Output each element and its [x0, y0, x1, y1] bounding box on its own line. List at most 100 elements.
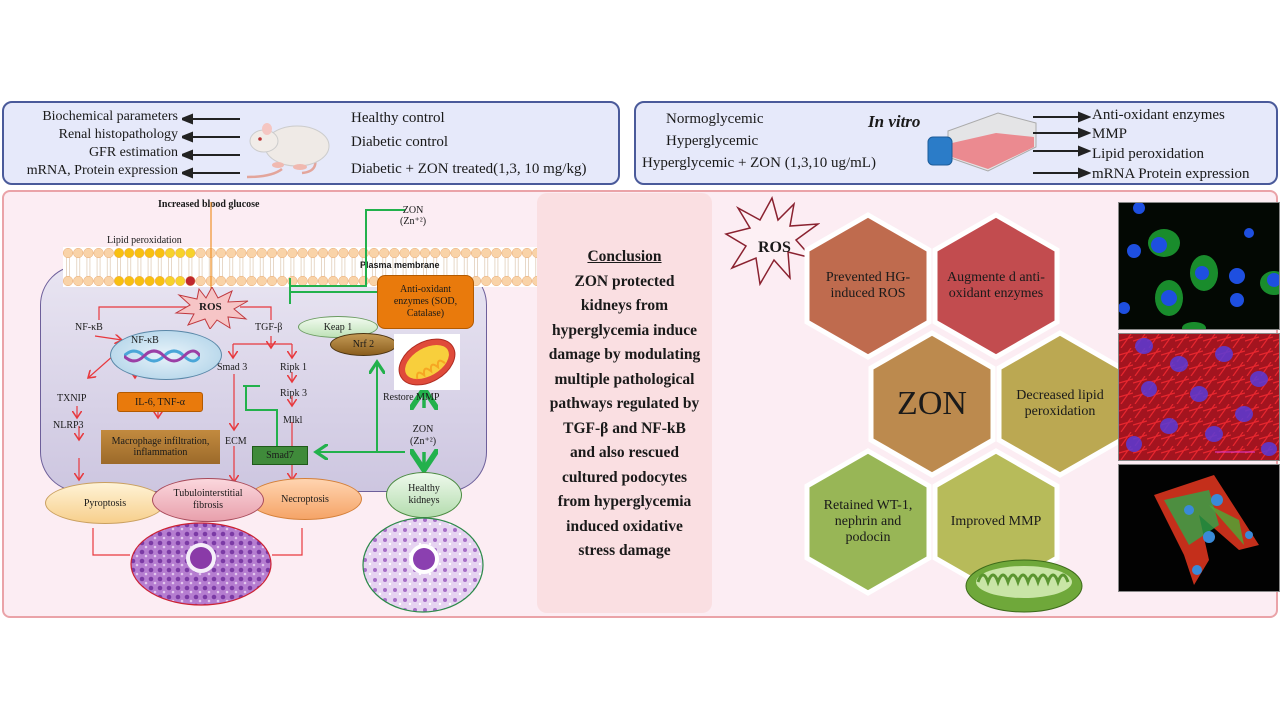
zon-top-name: ZON: [402, 205, 424, 216]
micrograph-red-blue: [1118, 333, 1280, 461]
hex-prevented-ros: Prevented HG-induced ROS: [804, 212, 932, 360]
hex-zon-center: ZON: [868, 330, 996, 478]
micrograph-red-blue-image: [1119, 334, 1279, 460]
micrograph-green-blue-image: [1119, 203, 1279, 329]
conclusion-heading: Conclusion: [587, 248, 662, 265]
ros-label: ROS: [199, 301, 222, 313]
hexagon-label: Augmente d anti- oxidant enzymes: [947, 270, 1045, 301]
hexagon-label: Improved MMP: [950, 514, 1042, 529]
conclusion-line: multiple pathological: [554, 370, 695, 388]
hexagon-label: Retained WT-1, nephrin and podocin: [823, 498, 913, 545]
cell-culture-flask-icon: [927, 112, 1037, 172]
tgfb-label: TGF-β: [255, 322, 283, 333]
zon-top-ion: (Zn⁺²): [400, 216, 427, 227]
dna-icon: [124, 349, 200, 363]
increased-glucose-label: Increased blood glucose: [158, 199, 260, 210]
macrophage-label: Macrophage infiltration, inflammation: [111, 436, 210, 458]
outcome-mmp: MMP: [1092, 126, 1128, 142]
conclusion-line: and also rescued: [569, 444, 680, 461]
cytokines-label: IL-6, TNF-α: [134, 396, 186, 408]
outcome-gfr: GFR estimation: [88, 145, 178, 160]
conclusion-line: damage by modulating: [548, 346, 701, 363]
smad3-label: Smad 3: [217, 362, 248, 373]
hexagon-shape: [804, 448, 932, 596]
ros-effect-label: ROS: [758, 239, 791, 256]
conclusion-line: stress damage: [578, 542, 671, 559]
necroptosis-node: Necroptosis: [248, 478, 362, 520]
outcome-biochemical: Biochemical parameters: [42, 109, 178, 124]
ripk3-label: Ripk 3: [280, 388, 307, 399]
smad7-box: Smad7: [252, 446, 308, 465]
healthy-kidney-histology: [362, 517, 484, 613]
conclusion-line: TGF-β and NF-kB: [563, 419, 686, 437]
conclusion-line: cultured podocytes: [561, 468, 687, 486]
zon-mid-name: ZON: [412, 424, 434, 435]
conclusion-line: hyperglycemia induce: [551, 321, 698, 339]
group-normoglycemic: Normoglycemic: [666, 111, 764, 127]
keap1-label: Keap 1: [323, 321, 353, 333]
pyroptosis-node: Pyroptosis: [45, 482, 165, 524]
nfkb-label: NF-κB: [75, 322, 103, 333]
antioxidant-enzymes-box: Anti-oxidant enzymes (SOD, Catalase): [377, 275, 474, 329]
hex-augmented-antioxidant: Augmente d anti- oxidant enzymes: [932, 212, 1060, 360]
necroptosis-label: Necroptosis: [281, 493, 329, 505]
in-vitro-panel: Normoglycemic Hyperglycemic Hyperglycemi…: [634, 101, 1278, 185]
hexagon-label: Prevented HG-induced ROS: [825, 270, 911, 301]
ros-burst-large-icon: [724, 196, 820, 286]
healthy-kidneys-label: Healthy kidneys: [408, 483, 440, 506]
rat-icon: [246, 123, 330, 179]
lipid-peroxidation-label: Lipid peroxidation: [107, 235, 182, 246]
micrograph-green-blue: [1118, 202, 1280, 330]
group-hyperglycemic-zon: Hyperglycemic + ZON (1,3,10 ug/mL): [642, 155, 876, 171]
mitochondrion-icon: [394, 334, 460, 390]
conclusion-line: kidneys from: [580, 297, 669, 314]
smad7-label: Smad7: [266, 450, 294, 461]
group-hyperglycemic: Hyperglycemic: [666, 133, 759, 149]
mlkl-label: Mlkl: [283, 415, 303, 426]
ripk1-label: Ripk 1: [280, 362, 307, 373]
group-healthy-control: Healthy control: [351, 110, 445, 126]
macrophage-box: Macrophage infiltration, inflammation: [101, 430, 220, 464]
plasma-membrane-label: Plasma membrane: [360, 260, 440, 270]
healthy-kidneys-node: Healthy kidneys: [386, 472, 462, 518]
nrf2-node: Nrf 2: [330, 333, 397, 356]
hexagon-shape: [804, 212, 932, 360]
outcome-mrna: mRNA Protein expression: [1092, 166, 1250, 182]
outcome-lipid: Lipid peroxidation: [1092, 146, 1205, 162]
ecm-label: ECM: [225, 436, 247, 447]
outcome-mrna-protein: mRNA, Protein expression: [26, 163, 178, 178]
ros-burst-icon: [174, 287, 249, 329]
outcome-arrows: [182, 113, 240, 179]
conclusion-line: from hyperglycemia: [557, 493, 692, 510]
conclusion-line: induced oxidative: [566, 517, 683, 535]
zon-mid-label: ZON (Zn⁺²): [410, 424, 436, 448]
zon-mid-ion: (Zn⁺²): [410, 436, 437, 447]
outcome-antioxidant: Anti-oxidant enzymes: [1092, 107, 1225, 123]
conclusion-line: pathways regulated by: [549, 395, 700, 412]
in-vivo-panel: Biochemical parameters Renal histopathol…: [2, 101, 620, 185]
fibrosis-node: Tubulointerstitial fibrosis: [152, 478, 264, 522]
hex-improved-mmp: Improved MMP: [932, 448, 1060, 596]
outcome-histopathology: Renal histopathology: [58, 127, 178, 142]
outcome-arrows-vitro: [1033, 111, 1091, 179]
conclusion-line: ZON protected: [574, 272, 675, 290]
hexagon-label: ZON: [897, 385, 967, 422]
nfkb-nucleus-label: NF-κB: [131, 335, 159, 346]
cytokines-box: IL-6, TNF-α: [117, 392, 203, 412]
micrograph-podocytes-image: [1154, 475, 1259, 585]
in-vitro-title: In vitro: [868, 112, 921, 131]
conclusion-box: Conclusion ZON protected kidneys from hype…: [537, 193, 712, 613]
group-diabetic-control: Diabetic control: [351, 134, 449, 150]
group-diabetic-zon: Diabetic + ZON treated(1,3, 10 mg/kg): [351, 161, 587, 177]
green-mitochondrion-icon: [965, 559, 1083, 613]
txnip-label: TXNIP: [57, 393, 87, 404]
diseased-kidney-histology: [130, 522, 272, 606]
restore-mmp-label: Restore MMP: [383, 392, 440, 403]
antioxidant-enzymes-label: Anti-oxidant enzymes (SOD, Catalase): [393, 284, 458, 319]
pyroptosis-label: Pyroptosis: [83, 497, 127, 509]
hexagon-shape: [868, 330, 996, 478]
hexagon-shape: [932, 212, 1060, 360]
hex-decreased-lipid: Decreased lipid peroxidation: [996, 330, 1124, 478]
fibrosis-label: Tubulointerstitial fibrosis: [173, 488, 243, 511]
nlrp3-label: NLRP3: [53, 420, 84, 431]
